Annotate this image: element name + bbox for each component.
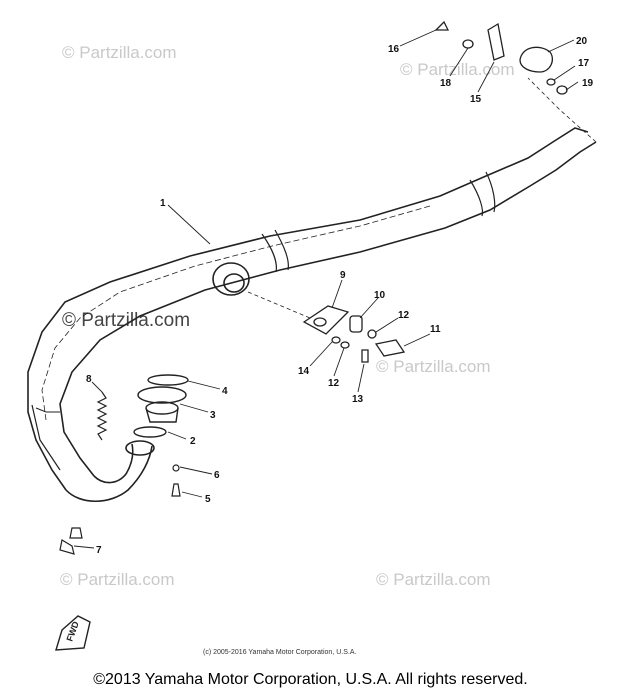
callout-label: 7: [96, 545, 102, 556]
callout-label: 10: [374, 290, 386, 301]
callout-label: 12: [328, 378, 340, 389]
watermark: © Partzilla.com: [400, 60, 515, 79]
mount-bracket-parts: [302, 305, 406, 363]
bolt-part-7: [59, 527, 83, 555]
callout-label: 8: [86, 374, 92, 385]
callout-label: 17: [578, 58, 590, 69]
callout-label: 5: [205, 494, 211, 505]
watermark: © Partzilla.com: [376, 570, 491, 589]
callout-label: 18: [440, 78, 452, 89]
callout-label: 16: [388, 44, 400, 55]
callout-label: 1: [160, 198, 166, 209]
watermark: © Partzilla.com: [376, 357, 491, 376]
callout-label: 9: [340, 270, 346, 281]
fwd-arrow-icon: [55, 615, 91, 651]
watermark: © Partzilla.com: [62, 43, 177, 62]
leader-lines: [73, 29, 579, 549]
callout-label: 4: [222, 386, 228, 397]
fwd-arrow-marker: FWD: [55, 615, 91, 651]
callout-label: 13: [352, 394, 364, 405]
callout-labels: 1 2 3 4 5 6 7 8 9 10 11 12 12 13 14 15 1…: [86, 36, 594, 556]
callout-label: 14: [298, 366, 310, 377]
callout-label: 12: [398, 310, 410, 321]
callout-label: 15: [470, 94, 482, 105]
callout-label: 6: [214, 470, 220, 481]
top-clamp-parts: [434, 20, 568, 95]
callout-label: 2: [190, 436, 196, 447]
flange-parts: [133, 374, 189, 438]
spring-part: [96, 391, 108, 441]
footer-copyright: ©2013 Yamaha Motor Corporation, U.S.A. A…: [93, 671, 528, 688]
watermark: © Partzilla.com: [60, 570, 175, 589]
callout-label: 3: [210, 410, 216, 421]
watermarks: © Partzilla.com © Partzilla.com © Partzi…: [60, 43, 515, 589]
exhaust-pipe: [27, 77, 597, 502]
fasteners-5-6: [171, 464, 181, 497]
callout-label: 11: [430, 324, 441, 335]
callout-label: 20: [576, 36, 588, 47]
callout-label: 19: [582, 78, 594, 89]
watermark: © Partzilla.com: [62, 310, 190, 331]
inner-copyright: (c) 2005-2016 Yamaha Motor Corporation, …: [203, 649, 357, 656]
